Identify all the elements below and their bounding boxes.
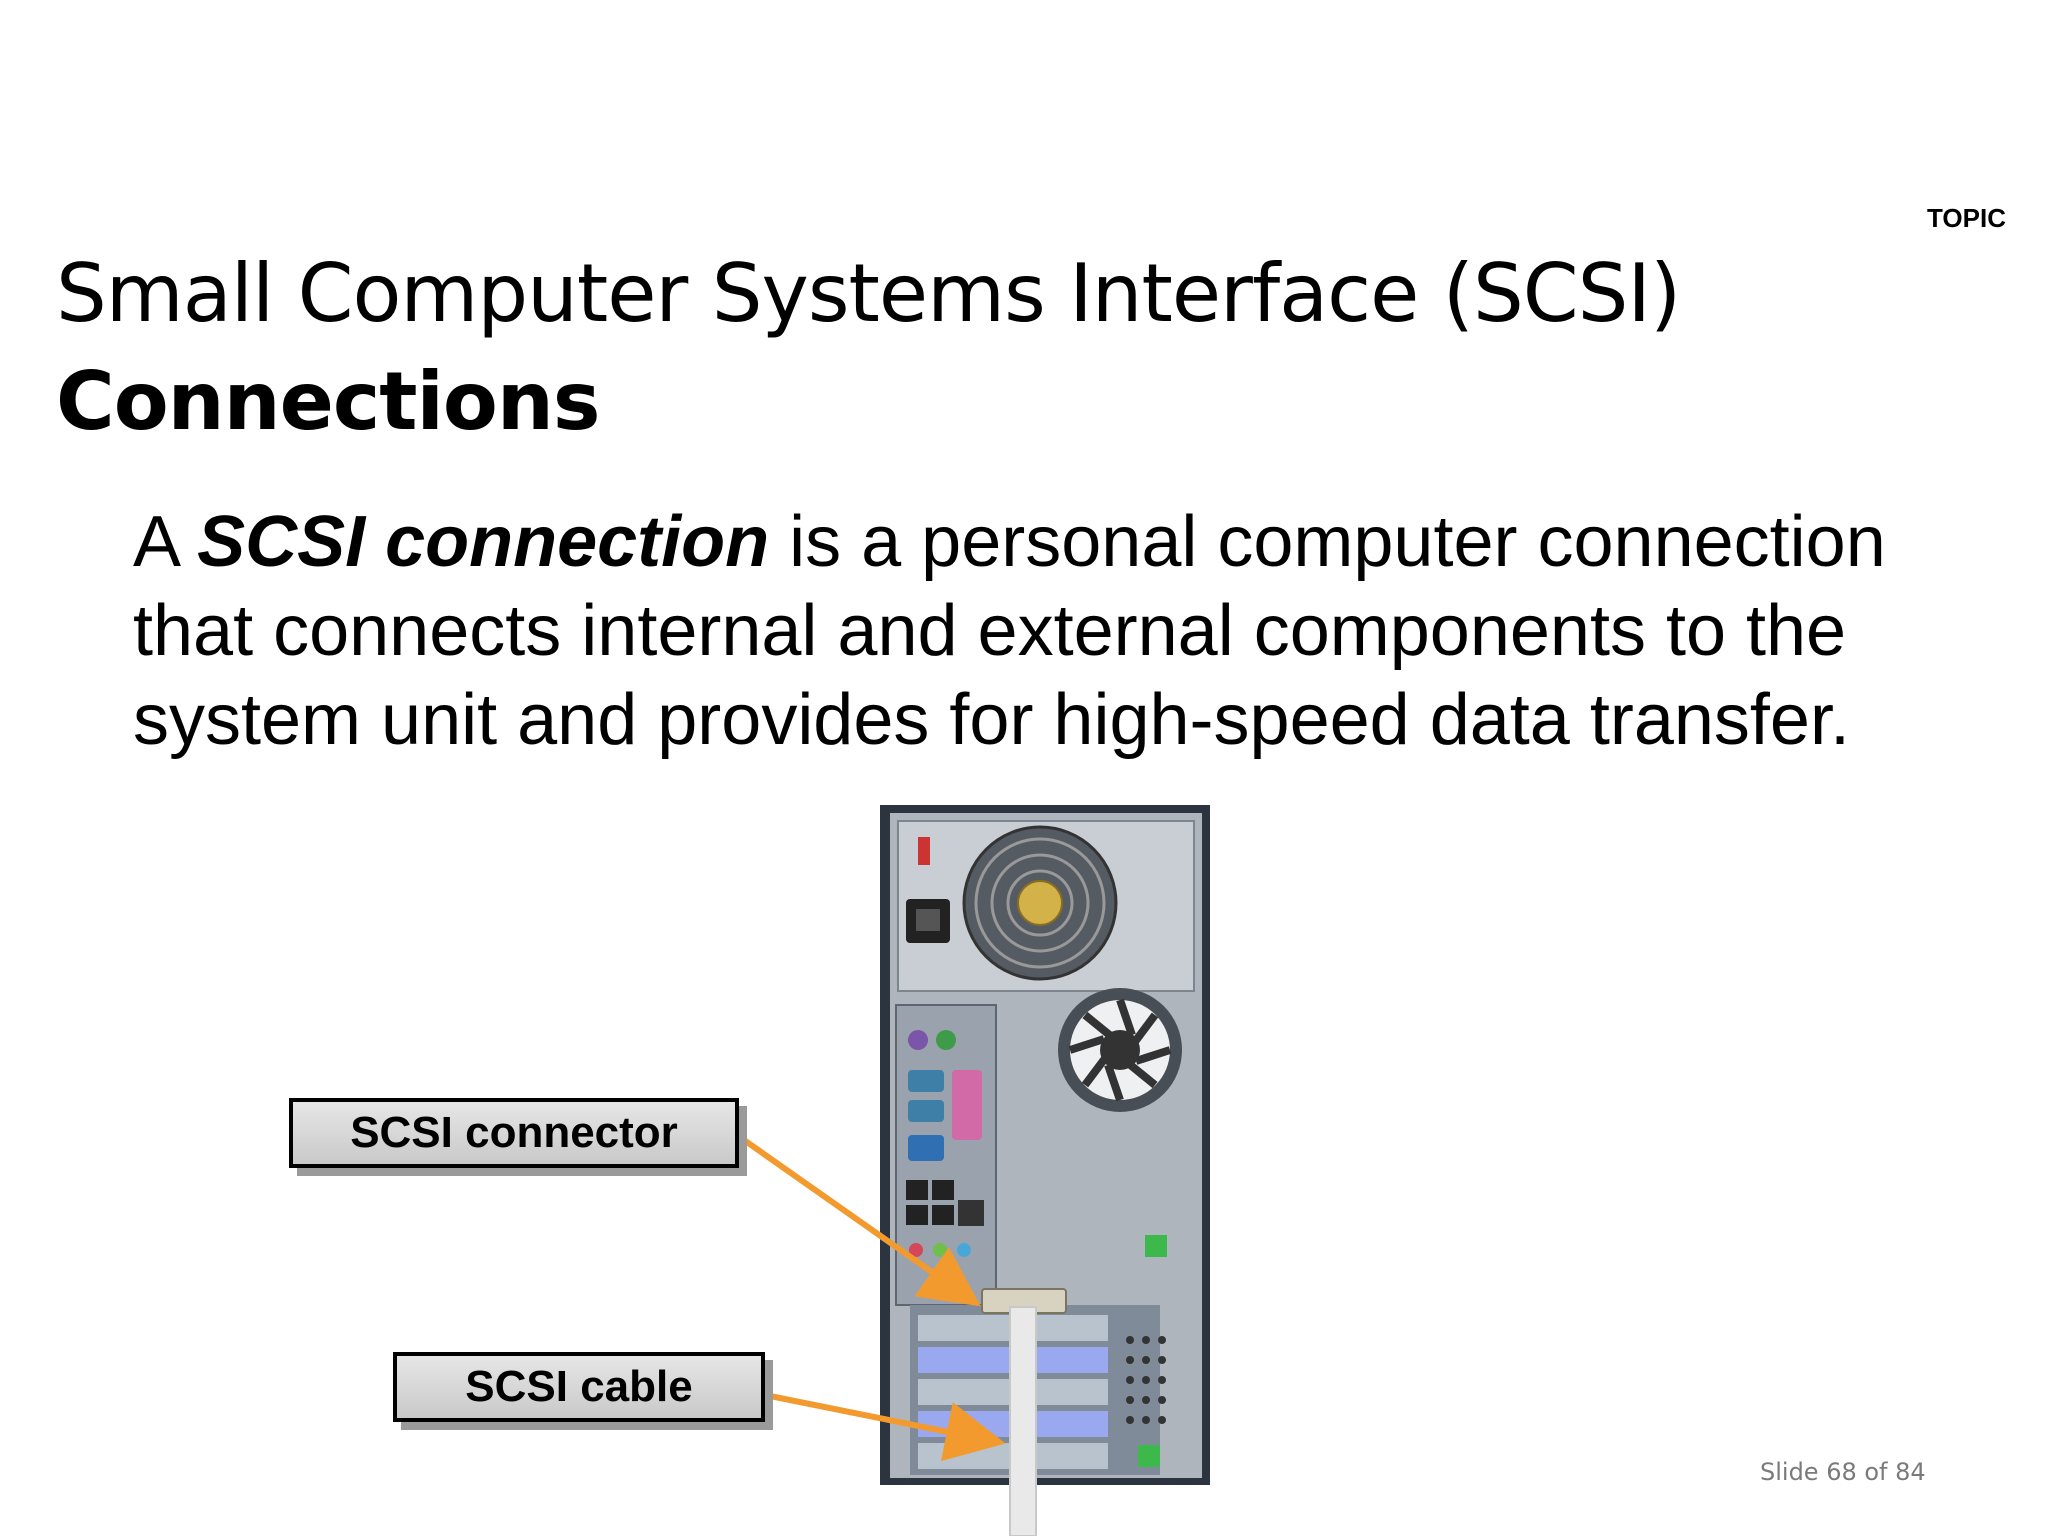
topic-label: TOPIC [1927,203,2006,233]
body-prefix: A [133,502,198,582]
slide-number: Slide 68 of 84 [1760,1458,1926,1486]
scsi-connector-callout: SCSI connector [289,1098,739,1168]
scsi-cable-callout: SCSI cable [393,1352,765,1422]
title-subtitle: Connections [56,355,600,448]
computer-tower-image [880,805,1210,1536]
slide-title: Small Computer Systems Interface (SCSI) … [56,240,1681,456]
title-main: Small Computer Systems Interface (SCSI) [56,247,1681,340]
body-suffix: is a personal computer connection that c… [133,502,1886,760]
slide-body: A SCSI connection is a personal computer… [133,498,1933,765]
body-term: SCSI connection [197,502,770,582]
